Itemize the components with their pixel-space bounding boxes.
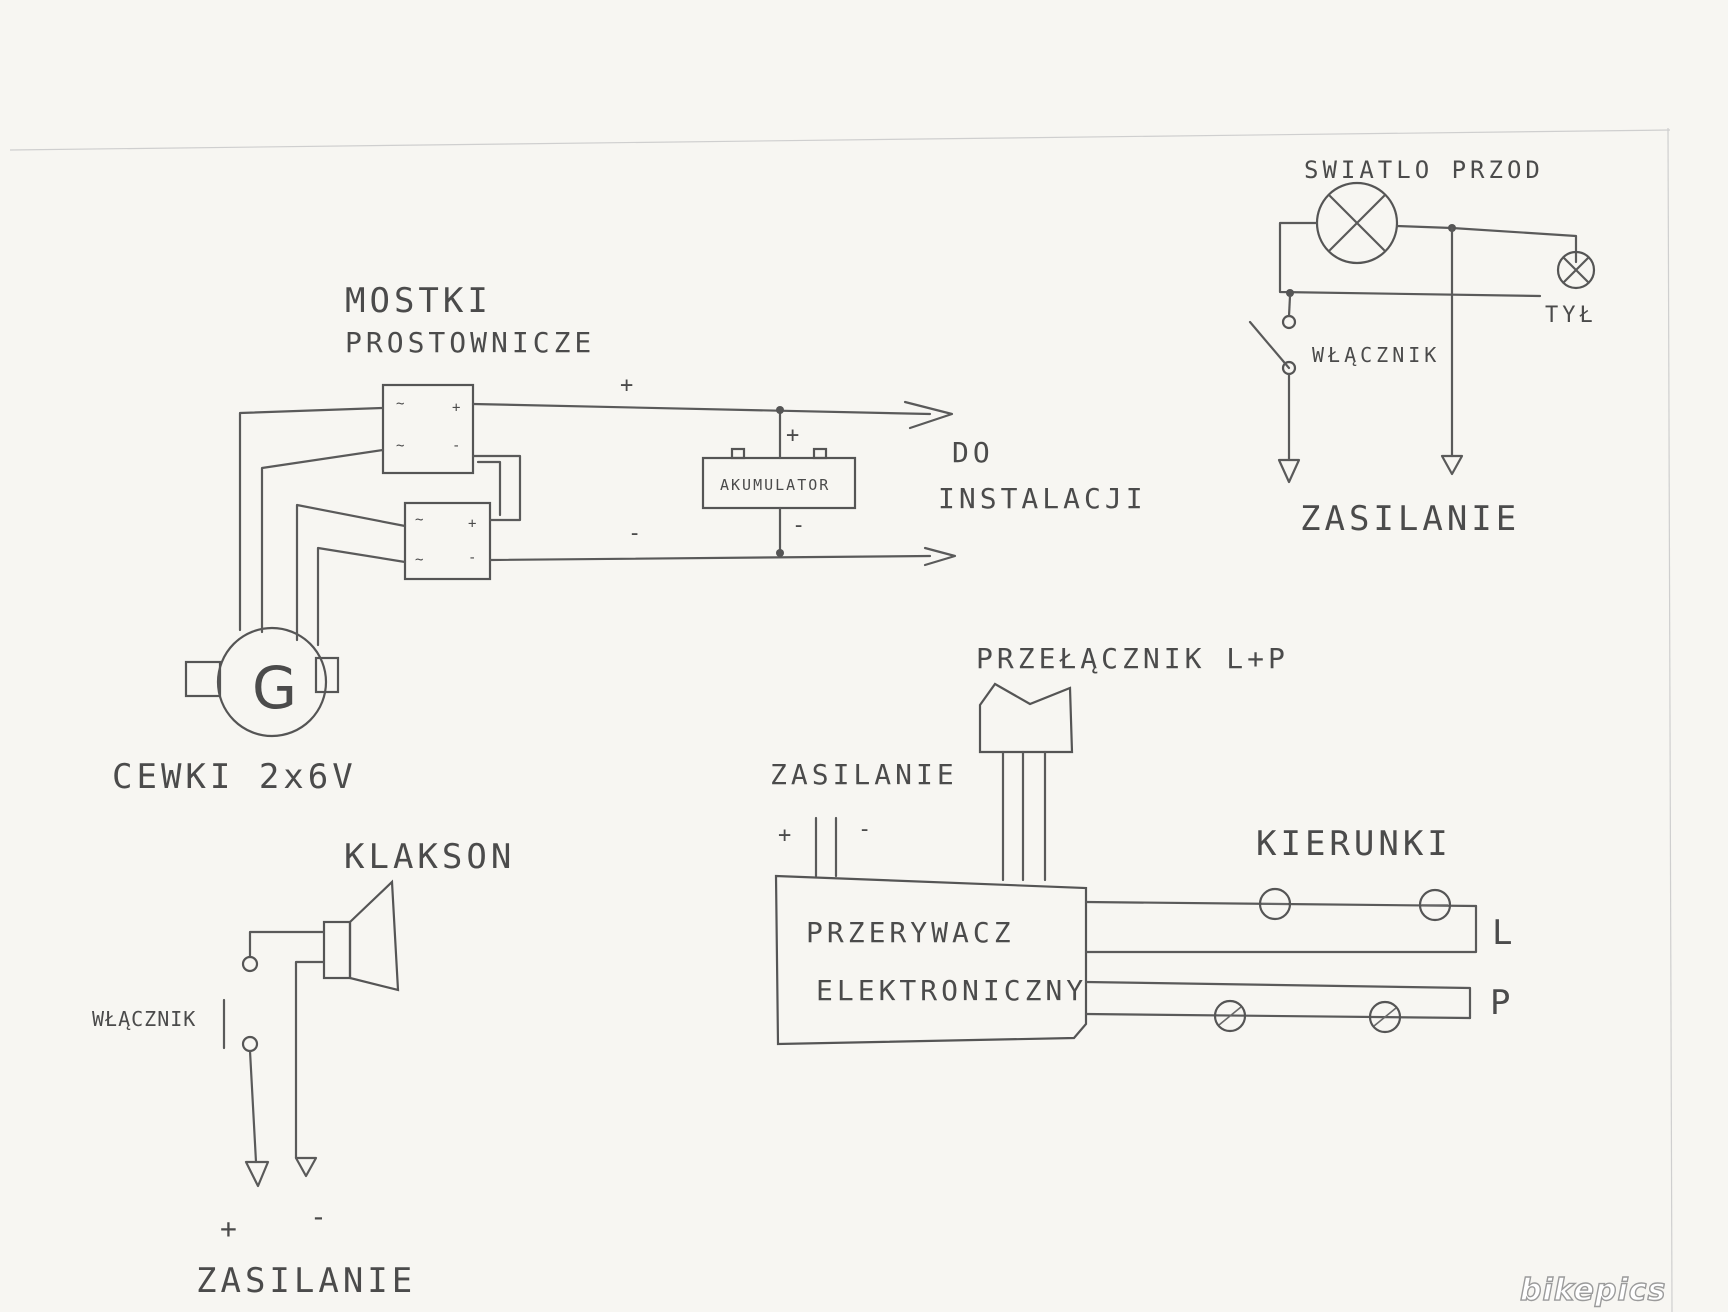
positive-arrow — [903, 400, 954, 430]
return-lead-arrow — [1440, 454, 1464, 476]
generator-lug-right — [314, 656, 340, 694]
battery-minus-sign: - — [792, 513, 809, 538]
cewki-label: CEWKI 2x6V — [112, 757, 357, 797]
charging-circuit: MOSTKI PROSTOWNICZE ~ ~ + - ~ ~ + - G CE… — [112, 281, 1147, 797]
right-lamp-1 — [1213, 999, 1247, 1033]
bridge2-ac-2: ~ — [415, 552, 427, 568]
horn-circuit: KLAKSON WŁĄCZNIK + - ZASILANIE — [92, 837, 515, 1301]
switch-contact-top — [1281, 314, 1297, 330]
zasilanie-mid-plus: + — [778, 823, 795, 848]
bridge1-ac-1: ~ — [396, 396, 408, 412]
front-lamp-cross-2 — [1328, 194, 1386, 252]
right-lamp-1-mark — [1218, 1006, 1242, 1026]
horn-body — [322, 920, 352, 980]
battery-minus-node — [776, 549, 784, 557]
flasher-label-1: PRZERYWACZ — [806, 916, 1015, 949]
bridge2-plus: + — [468, 516, 480, 532]
horn-switch-down — [248, 1049, 258, 1164]
flasher-label-2: ELEKTRONICZNY — [816, 974, 1087, 1007]
coil-wire-1 — [238, 406, 385, 632]
left-lamp-1 — [1258, 887, 1292, 921]
horn-return-wire — [294, 960, 326, 1160]
zasilanie-mid-minus: - — [858, 817, 875, 842]
do-instalacji-2: INSTALACJI — [938, 482, 1147, 515]
zasilanie-mid-label: ZASILANIE — [770, 758, 958, 791]
generator-lug-left — [184, 660, 222, 698]
horn-arrow-right — [294, 1156, 318, 1178]
battery-plus-node — [776, 406, 784, 414]
lamp-right-wire — [1395, 224, 1578, 264]
negative-bus — [488, 554, 932, 562]
horn-plus: + — [220, 1212, 241, 1245]
bridge2-ac-1: ~ — [415, 512, 427, 528]
klakson-label: KLAKSON — [344, 837, 515, 877]
generator-circle — [216, 626, 328, 738]
switch-top-node — [1286, 289, 1294, 297]
negative-arrow — [923, 546, 957, 567]
prawy-label: P — [1490, 983, 1514, 1023]
horn-bell — [348, 879, 400, 992]
przelacznik-label: PRZEŁĄCZNIK L+P — [976, 642, 1289, 675]
bridge-link-plus — [471, 454, 522, 522]
swiatlo-przod-label: SWIATLO PRZOD — [1304, 156, 1544, 184]
left-lamp-2 — [1418, 888, 1452, 922]
horn-feed-wire — [248, 930, 326, 958]
rectifier-bridge-1 — [381, 383, 475, 475]
coil-wire-2 — [260, 448, 385, 634]
horn-switch-contact-bottom — [241, 1035, 259, 1053]
switch-lead-arrow — [1277, 458, 1301, 484]
left-return-wire — [1084, 904, 1478, 954]
rear-lamp-cross-2 — [1562, 256, 1590, 284]
right-lamp-2 — [1368, 1000, 1402, 1034]
bridge-link-minus — [476, 460, 502, 517]
wlacznik-label: WŁĄCZNIK — [1312, 343, 1440, 367]
right-return-wire — [1084, 1012, 1472, 1020]
lighting-circuit: SWIATLO PRZOD TYŁ WŁĄCZNIK ZASILANIE — [1248, 156, 1597, 539]
tyl-label: TYŁ — [1545, 303, 1597, 328]
positive-bus-sign: + — [620, 373, 637, 398]
right-signal-wire — [1084, 980, 1472, 1020]
kierunki-label: KIERUNKI — [1256, 824, 1452, 864]
right-lamp-2-mark — [1373, 1007, 1397, 1027]
switch-blade — [1248, 320, 1291, 370]
bikepics-watermark: bikepics — [1520, 1273, 1666, 1308]
paper-right-edge — [1667, 127, 1673, 1312]
horn-arrow-left — [244, 1160, 270, 1188]
battery-terminal-right — [812, 447, 828, 460]
coil-wire-3 — [295, 503, 407, 642]
do-instalacji-1: DO — [952, 436, 994, 469]
zasilanie-bottom-label: ZASILANIE — [196, 1261, 416, 1301]
bridge1-ac-2: ~ — [396, 438, 408, 454]
horn-minus: - — [310, 1200, 331, 1233]
negative-bus-sign: - — [628, 521, 645, 546]
mostki-label-2: PROSTOWNICZE — [345, 326, 595, 359]
rectifier-bridge-2 — [403, 501, 492, 581]
flasher-box — [774, 874, 1088, 1046]
bridge2-minus: - — [468, 550, 480, 566]
horn-switch-label: WŁĄCZNIK — [92, 1007, 196, 1031]
generator-symbol: G — [252, 654, 301, 722]
positive-bus — [471, 402, 932, 416]
paper-top-edge — [9, 129, 1671, 151]
battery-plus-sign: + — [786, 423, 803, 448]
rear-lamp-circle — [1556, 250, 1596, 290]
battery-label: AKUMULATOR — [720, 476, 830, 494]
battery-terminal-left — [730, 447, 746, 460]
lamp-left-wire — [1278, 221, 1542, 298]
coil-wire-4 — [316, 546, 407, 647]
bridge1-plus: + — [452, 400, 464, 416]
switch-link — [1287, 294, 1292, 318]
zasilanie-top-label: ZASILANIE — [1300, 499, 1520, 539]
horn-switch-contact-top — [241, 955, 259, 973]
turn-signal-circuit: PRZEŁĄCZNIK L+P ZASILANIE + - PRZERYWACZ… — [770, 642, 1516, 1046]
bridge1-minus: - — [452, 438, 464, 454]
lewy-label: L — [1492, 913, 1516, 953]
mostki-label-1: MOSTKI — [345, 281, 492, 321]
lr-switch-body — [978, 682, 1074, 754]
